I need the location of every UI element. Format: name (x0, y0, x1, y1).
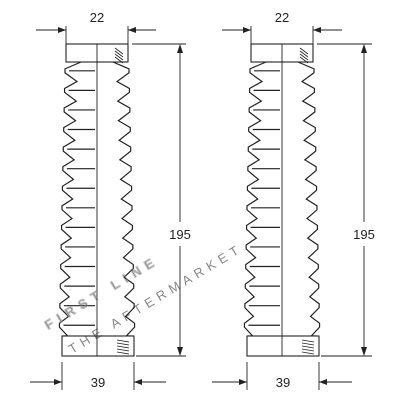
length-dimension: 195 (317, 43, 375, 357)
section-hatch (114, 47, 130, 355)
bellows-outline (58, 61, 136, 337)
brand-watermark: FIRST LINE THE AFTERMARKET (41, 240, 245, 356)
section-hatch (299, 47, 315, 355)
top-diameter-dimension: 22 (222, 10, 342, 44)
bottom-diameter-label: 39 (91, 375, 105, 390)
bellows-outline (243, 61, 321, 337)
top-diameter-label: 22 (90, 10, 104, 25)
steering-boot-left: 22 195 39 (30, 10, 191, 390)
top-diameter-label: 22 (275, 10, 289, 25)
bottom-collar (246, 335, 320, 357)
top-diameter-dimension: 22 (36, 10, 156, 44)
watermark-brand: FIRST LINE (42, 252, 162, 332)
bottom-collar (61, 335, 135, 357)
length-dimension: 195 (132, 43, 191, 357)
length-label: 195 (169, 227, 191, 242)
bottom-diameter-dimension: 39 (212, 362, 352, 390)
bottom-diameter-label: 39 (276, 375, 290, 390)
bottom-diameter-dimension: 39 (30, 362, 166, 390)
length-label: 195 (353, 227, 375, 242)
steering-boot-right: 22 195 39 (212, 10, 375, 390)
